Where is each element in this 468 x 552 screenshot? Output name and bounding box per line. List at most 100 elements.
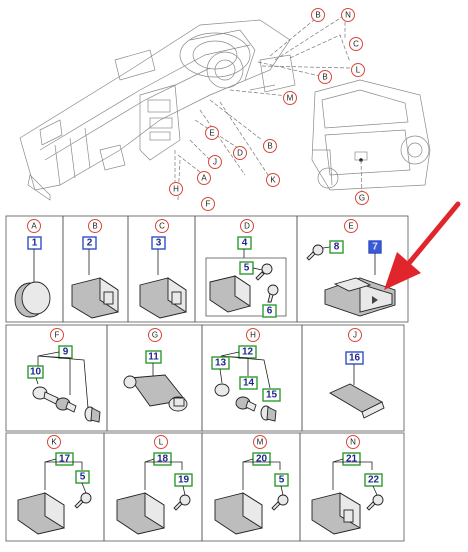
- part-box-13: [211, 356, 230, 370]
- cell-G-content: G 11: [123, 328, 188, 412]
- cell-F-content: F 9 10: [27, 328, 101, 423]
- svg-text:B: B: [322, 73, 327, 82]
- svg-text:9: 9: [63, 347, 69, 358]
- svg-text:7: 7: [372, 242, 378, 253]
- part-box-10: [27, 365, 44, 379]
- svg-text:6: 6: [267, 306, 273, 317]
- callout-K-top: K: [266, 173, 280, 187]
- cell-J: [301, 324, 405, 432]
- svg-text:12: 12: [242, 347, 254, 358]
- callout-M-top: M: [283, 91, 297, 105]
- svg-text:C: C: [353, 40, 359, 49]
- svg-text:1: 1: [32, 238, 38, 249]
- svg-text:E: E: [209, 129, 214, 138]
- callout-J-top: J: [208, 155, 222, 169]
- callout-F-top: F: [201, 197, 215, 211]
- svg-text:J: J: [213, 158, 217, 167]
- svg-text:D: D: [244, 222, 250, 231]
- cell-E-content: E 8 7: [306, 219, 396, 317]
- svg-text:5: 5: [279, 475, 285, 486]
- svg-text:K: K: [270, 176, 276, 185]
- callout-A-top: A: [197, 171, 211, 185]
- svg-text:B: B: [267, 142, 272, 151]
- svg-text:14: 14: [243, 378, 255, 389]
- callout-B-top: B: [311, 8, 325, 22]
- svg-text:19: 19: [178, 475, 190, 486]
- svg-text:2: 2: [87, 238, 93, 249]
- part-13-bulb: [214, 383, 230, 397]
- svg-text:A: A: [201, 174, 207, 183]
- part-4-kit-frame: [205, 257, 287, 317]
- callout-H-top: H: [169, 182, 183, 196]
- part-box-11: [145, 350, 162, 364]
- svg-text:17: 17: [59, 454, 71, 465]
- part-box-5b: [75, 470, 90, 484]
- callout-C-top: C: [349, 37, 363, 51]
- cell-K-content: K 17 5: [17, 435, 92, 535]
- svg-text:22: 22: [368, 475, 380, 486]
- svg-text:L: L: [356, 66, 361, 75]
- part-box-3: [151, 236, 166, 250]
- part-box-1: [27, 236, 42, 250]
- part-box-16: [345, 351, 364, 365]
- dashboard-overview: [19, 19, 296, 201]
- svg-text:M: M: [287, 94, 294, 103]
- part-box-5c: [274, 473, 289, 487]
- svg-text:E: E: [348, 222, 353, 231]
- svg-text:21: 21: [346, 454, 358, 465]
- svg-text:15: 15: [266, 390, 278, 401]
- part-box-6: [262, 304, 277, 318]
- callout-N-top: N: [341, 8, 355, 22]
- callout-B-mid: B: [318, 70, 332, 84]
- part-box-15: [262, 388, 281, 402]
- svg-text:F: F: [55, 331, 60, 340]
- svg-text:C: C: [159, 222, 165, 231]
- cell-N-content: N 21 22: [311, 435, 384, 535]
- callout-E-top: E: [205, 126, 219, 140]
- vehicle-rear-sketch: [311, 79, 431, 191]
- svg-text:5: 5: [244, 263, 250, 274]
- svg-text:11: 11: [148, 352, 159, 363]
- svg-text:G: G: [152, 331, 158, 340]
- svg-text:F: F: [206, 200, 211, 209]
- svg-text:B: B: [92, 222, 97, 231]
- cell-L-content: L 18 19: [116, 435, 193, 535]
- svg-text:5: 5: [80, 472, 86, 483]
- svg-text:L: L: [159, 438, 164, 447]
- svg-text:8: 8: [334, 242, 340, 253]
- cell-D-content: D 4 5 6: [205, 219, 287, 318]
- cell-J-content: J 16: [329, 328, 385, 419]
- svg-text:M: M: [257, 438, 264, 447]
- svg-text:N: N: [350, 438, 356, 447]
- svg-text:18: 18: [157, 454, 169, 465]
- svg-text:H: H: [250, 331, 256, 340]
- svg-text:13: 13: [215, 358, 227, 369]
- overview-leader-lines: [174, 14, 363, 201]
- cell-M-content: M 20 5: [214, 435, 289, 535]
- red-arrow-icon: [384, 201, 461, 290]
- svg-text:A: A: [31, 222, 37, 231]
- callout-D-top: D: [233, 146, 247, 160]
- part-box-8: [329, 240, 344, 254]
- callout-B-low: B: [263, 139, 277, 153]
- cell-A-content: A 1: [14, 219, 51, 318]
- callout-L-top: L: [351, 63, 365, 77]
- svg-text:16: 16: [349, 353, 361, 364]
- svg-text:K: K: [51, 438, 57, 447]
- svg-text:10: 10: [30, 367, 42, 378]
- part-box-14: [239, 376, 258, 390]
- svg-text:B: B: [315, 11, 320, 20]
- svg-text:D: D: [237, 149, 243, 158]
- svg-text:3: 3: [156, 238, 162, 249]
- svg-text:20: 20: [256, 454, 268, 465]
- part-box-19: [174, 473, 193, 487]
- overview-callouts: B N C L B M B E D J K A H F G: [169, 8, 369, 211]
- part-box-22: [364, 473, 383, 487]
- cell-N: [299, 432, 405, 542]
- callout-G-top: G: [355, 191, 369, 205]
- svg-text:J: J: [353, 331, 357, 340]
- parts-grid: [5, 215, 409, 542]
- svg-text:N: N: [345, 11, 351, 20]
- part-box-2: [82, 236, 97, 250]
- cell-C-content: C 3: [139, 219, 187, 319]
